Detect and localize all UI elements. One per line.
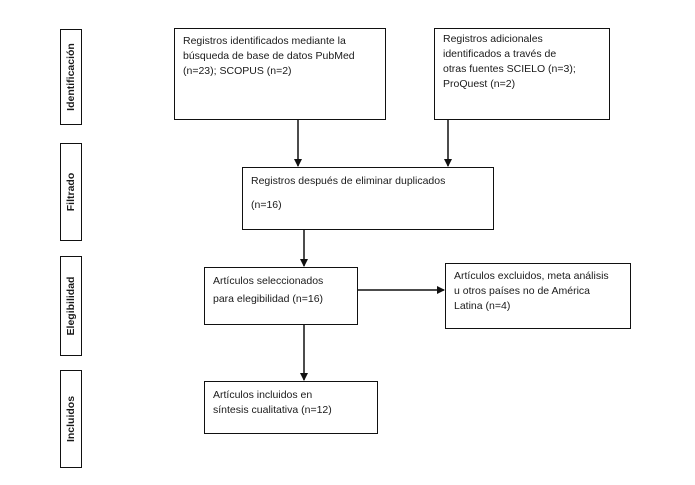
box-line: para elegibilidad (n=16) — [213, 293, 324, 305]
box-line: Registros identificados mediante la — [183, 35, 346, 47]
other-sources-box: Registros adicionales identificados a tr… — [434, 28, 610, 120]
excluded-articles-box: Artículos excluidos, meta análisis u otr… — [445, 263, 631, 329]
box-line: síntesis cualitativa (n=12) — [213, 404, 332, 416]
stage-identification: Identificación — [60, 29, 82, 125]
box-line: Registros adicionales — [443, 33, 543, 45]
box-line: Registros después de eliminar duplicados — [251, 175, 446, 187]
box-line: otras fuentes SCIELO (n=3); — [443, 63, 576, 75]
selected-articles-box: Artículos seleccionados para elegibilida… — [204, 267, 358, 325]
box-line: Artículos excluidos, meta análisis — [454, 270, 609, 282]
box-line: (n=16) — [251, 199, 282, 211]
box-line: (n=23); SCOPUS (n=2) — [183, 65, 292, 77]
pubmed-records-box: Registros identificados mediante la búsq… — [174, 28, 386, 120]
included-articles-box: Artículos incluidos en síntesis cualitat… — [204, 381, 378, 434]
box-line: u otros países no de América — [454, 285, 590, 297]
stage-screening: Filtrado — [60, 143, 82, 241]
box-line: Artículos incluidos en — [213, 389, 313, 401]
box-line: ProQuest (n=2) — [443, 78, 516, 90]
stage-eligibility: Elegibilidad — [60, 256, 82, 356]
box-line: Latina (n=4) — [454, 300, 511, 312]
box-line: identificados a través de — [443, 48, 557, 60]
after-duplicates-box: Registros después de eliminar duplicados… — [242, 167, 494, 230]
stage-included: Incluidos — [60, 370, 82, 468]
box-line: búsqueda de base de datos PubMed — [183, 50, 355, 62]
box-line: Artículos seleccionados — [213, 275, 324, 287]
